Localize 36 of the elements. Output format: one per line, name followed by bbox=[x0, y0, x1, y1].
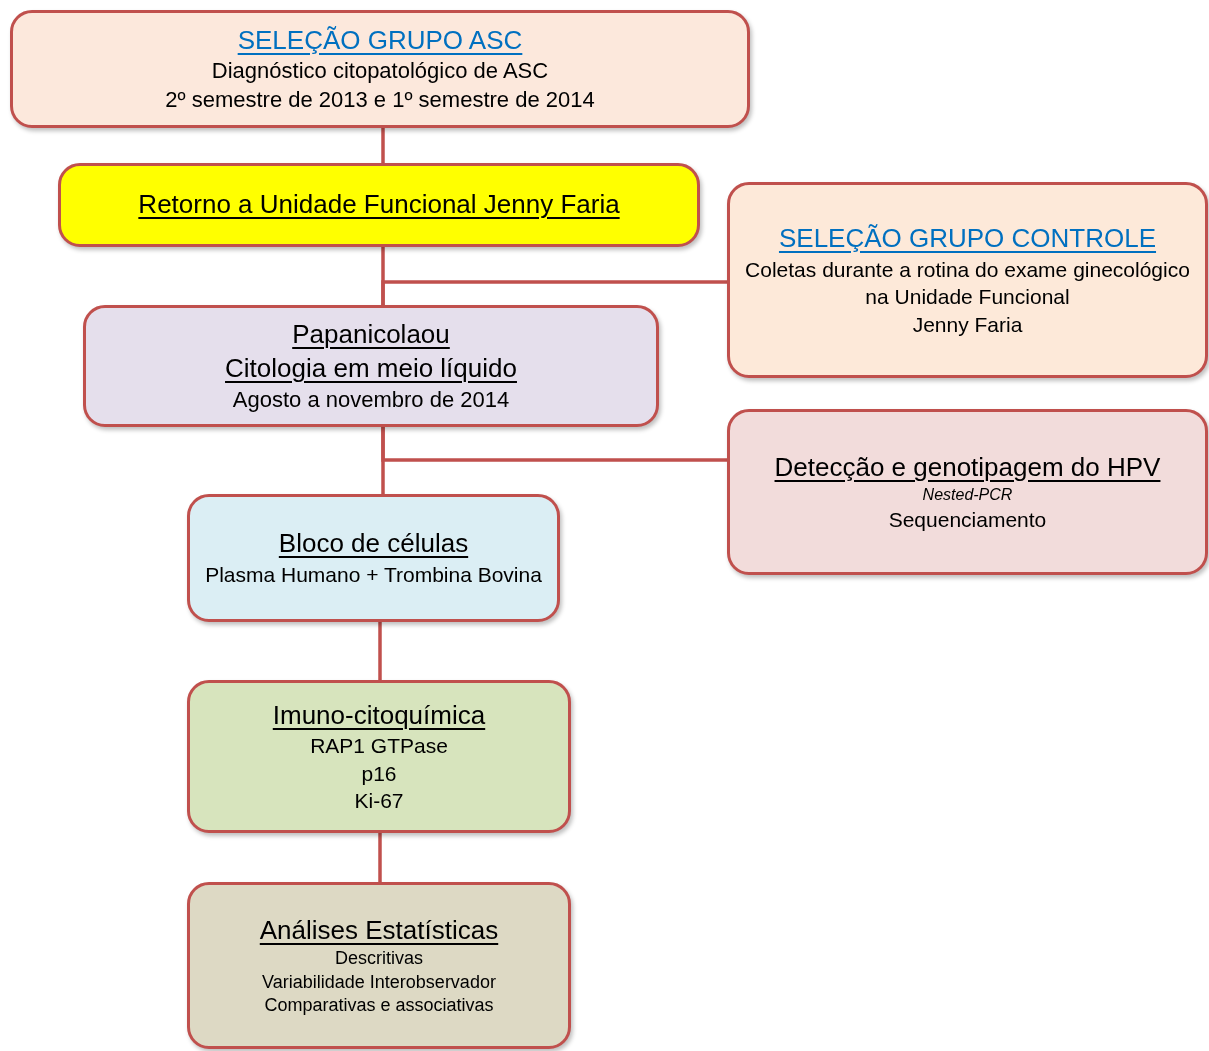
body-text: Jenny Faria bbox=[912, 311, 1023, 338]
connector-line bbox=[381, 427, 727, 462]
process-box bbox=[83, 305, 659, 427]
process-box bbox=[187, 494, 560, 622]
body-text: Diagnóstico citopatológico de ASC bbox=[211, 57, 549, 86]
connector-line bbox=[381, 128, 385, 163]
method-text: Nested-PCR bbox=[922, 484, 1013, 505]
body-text: RAP1 GTPase bbox=[310, 733, 448, 760]
body-text: Comparativas e associativas bbox=[264, 994, 494, 1018]
body-text: Agosto a novembro de 2014 bbox=[232, 385, 510, 414]
process-box bbox=[727, 409, 1208, 575]
heading-link: SELEÇÃO GRUPO CONTROLE bbox=[778, 222, 1157, 256]
connector-line bbox=[378, 833, 382, 882]
body-text: Plasma Humano + Trombina Bovina bbox=[205, 562, 542, 589]
process-box bbox=[727, 182, 1208, 378]
heading: Bloco de células bbox=[278, 527, 469, 561]
heading: Imuno-citoquímica bbox=[272, 698, 486, 732]
body-text: 2º semestre de 2013 e 1º semestre de 2014 bbox=[165, 85, 595, 114]
body-text: p16 bbox=[361, 760, 397, 787]
connector-line bbox=[381, 280, 727, 305]
heading: Papanicolaou bbox=[292, 317, 450, 351]
process-box bbox=[187, 882, 571, 1049]
heading: Detecção e genotipagem do HPV bbox=[774, 451, 1161, 485]
body-text: Variabilidade Interobservador bbox=[262, 970, 496, 994]
connector-line bbox=[378, 622, 382, 680]
heading-link: SELEÇÃO GRUPO ASC bbox=[237, 23, 523, 57]
body-text: Ki-67 bbox=[354, 788, 404, 815]
process-box bbox=[58, 163, 700, 247]
heading: Análises Estatísticas bbox=[259, 913, 499, 947]
process-box bbox=[187, 680, 571, 833]
body-text: Coletas durante a rotina do exame ginecológico na Unidade Funcional bbox=[744, 256, 1191, 311]
heading: Citologia em meio líquido bbox=[225, 351, 517, 385]
body-text: Sequenciamento bbox=[888, 506, 1047, 533]
process-box bbox=[10, 10, 750, 128]
heading: Retorno a Unidade Funcional Jenny Faria bbox=[138, 188, 620, 222]
body-text: Descritivas bbox=[335, 947, 423, 971]
